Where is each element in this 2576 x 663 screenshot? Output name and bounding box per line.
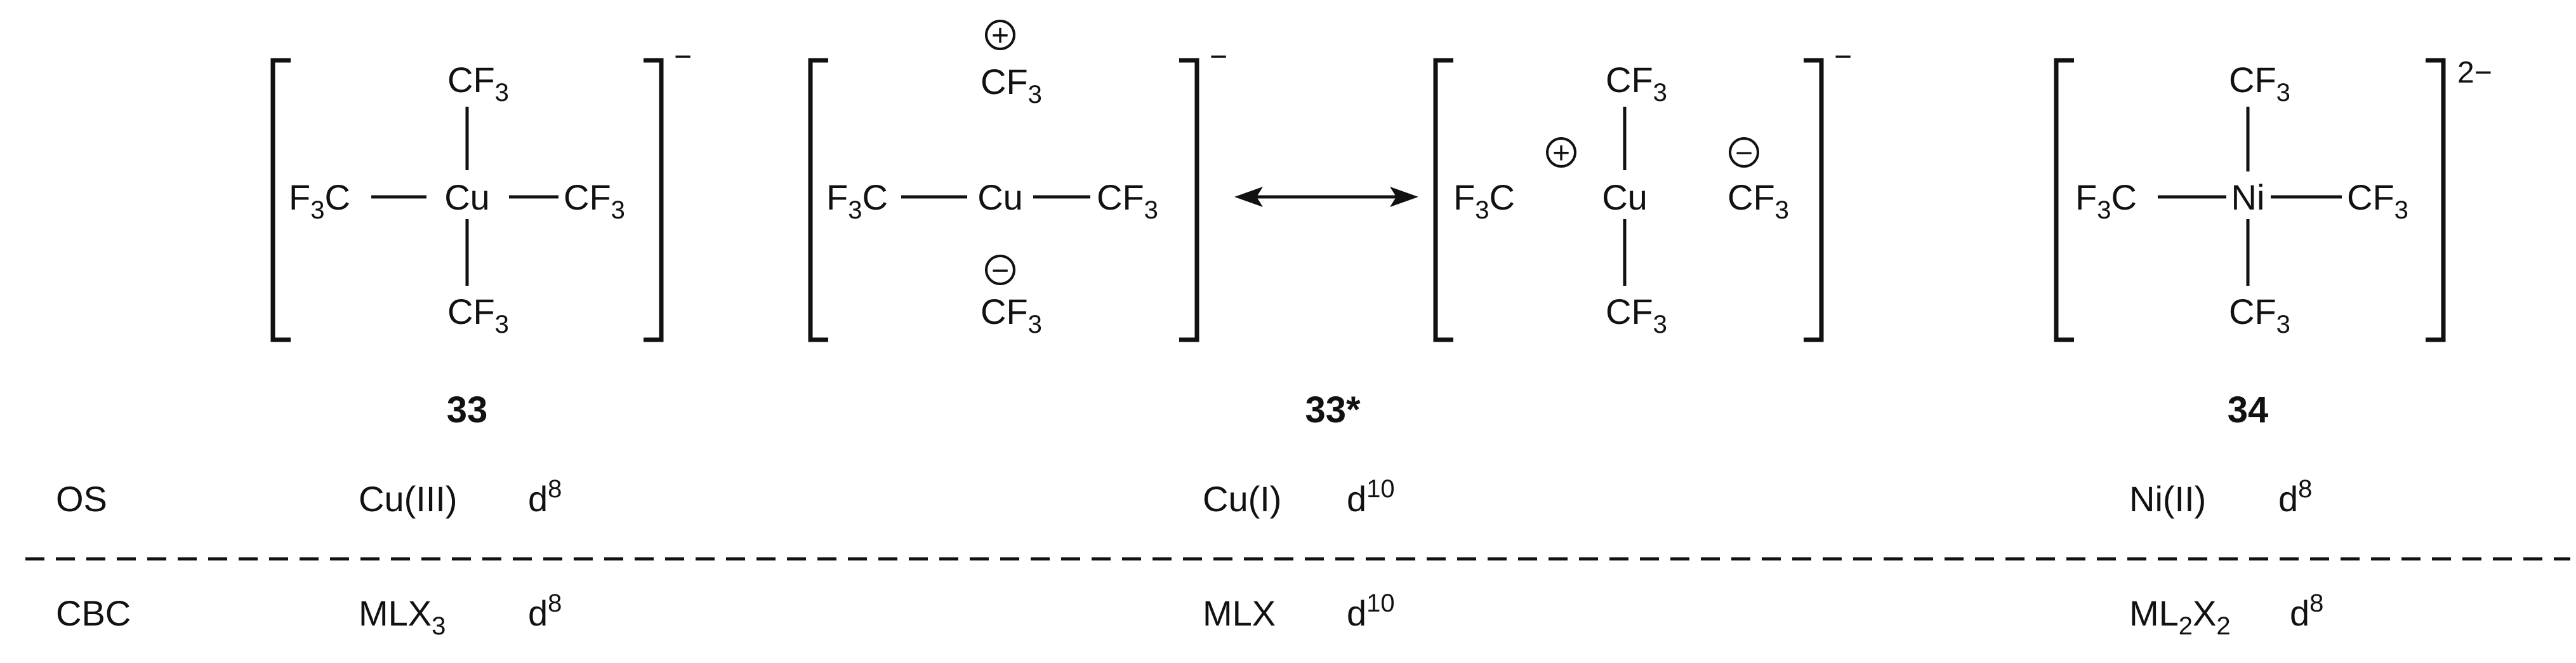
os-ni34: Ni(II): [2129, 479, 2206, 519]
ligand-top: CF3: [981, 62, 1042, 109]
anion-charge: −: [1210, 40, 1227, 74]
ligand-left: F3C: [289, 177, 350, 224]
resonance-form-a: − Cu + CF3 − CF3 F3C CF3: [808, 19, 1227, 342]
compound-label: 33: [447, 389, 488, 431]
right-bracket: [1804, 58, 1824, 342]
plus-charge-circle: [985, 20, 1015, 50]
right-bracket: [644, 58, 664, 342]
ligand-left: F3C: [1453, 177, 1515, 224]
left-bracket: [270, 58, 291, 342]
plus-charge-circle: [1546, 137, 1576, 168]
delectron-cu33star: d10: [1347, 475, 1395, 519]
os-cu33: Cu(III): [359, 479, 458, 519]
minus-charge-circle: [985, 255, 1015, 285]
ligand-left: F3C: [2075, 177, 2137, 224]
os-cu33star: Cu(I): [1203, 479, 1281, 519]
os-row: OS Cu(III) d8 Cu(I) d10 Ni(II) d8: [56, 475, 2312, 519]
resonance-label: 33*: [1305, 389, 1361, 431]
ligand-top: CF3: [2229, 60, 2290, 107]
ligand-left: F3C: [826, 177, 888, 224]
anion-charge: −: [674, 40, 692, 74]
right-bracket: [2426, 58, 2446, 342]
metal-center: Cu: [1602, 177, 1648, 217]
compound-33: − Cu CF3 CF3 F3C CF3 33: [270, 40, 692, 431]
cbc-delectron-cu33star: d10: [1347, 589, 1395, 633]
delectron-cu33: d8: [528, 475, 562, 519]
ligand-bottom: CF3: [2229, 291, 2290, 338]
dianion-charge: 2−: [2457, 56, 2492, 90]
ligand-right: CF3: [564, 177, 625, 224]
resonance-form-b: − Cu CF3 CF3 + F3C − CF3: [1433, 40, 1852, 342]
left-bracket: [1433, 58, 1453, 342]
right-bracket: [1179, 58, 1199, 342]
ligand-right: CF3: [2347, 177, 2408, 224]
compound-label: 34: [2228, 389, 2269, 431]
metal-center: Ni: [2231, 177, 2265, 217]
left-bracket: [2054, 58, 2074, 342]
ligand-right: CF3: [1727, 177, 1789, 224]
minus-charge-sign: −: [991, 254, 1009, 288]
left-bracket: [808, 58, 828, 342]
cbc-delectron-cu33: d8: [528, 589, 562, 633]
metal-center: Cu: [977, 177, 1023, 217]
anion-charge: −: [1834, 40, 1852, 74]
row-label-cbc: CBC: [56, 593, 131, 633]
ligand-right: CF3: [1097, 177, 1158, 224]
ligand-top: CF3: [1606, 60, 1667, 107]
compound-34: 2− Ni CF3 CF3 F3C CF3 34: [2054, 56, 2492, 431]
metal-center: Cu: [444, 177, 490, 217]
resonance-arrow: [1234, 187, 1418, 207]
delectron-ni34: d8: [2278, 475, 2312, 519]
ligand-top: CF3: [447, 60, 509, 107]
ligand-bottom: CF3: [447, 291, 509, 338]
cbc-cu33: MLX3: [359, 593, 446, 640]
plus-charge-sign: +: [1552, 137, 1570, 170]
row-label-os: OS: [56, 479, 107, 519]
ligand-bottom: CF3: [1606, 291, 1667, 338]
minus-charge-sign: −: [1735, 137, 1753, 170]
cbc-delectron-ni34: d8: [2290, 589, 2323, 633]
plus-charge-sign: +: [991, 19, 1009, 53]
ligand-bottom: CF3: [981, 291, 1042, 338]
cbc-row: CBC MLX3 d8 MLX d10 ML2X2 d8: [56, 589, 2323, 640]
cbc-ni34: ML2X2: [2129, 593, 2231, 640]
cbc-cu33star: MLX: [1203, 593, 1276, 633]
minus-charge-circle: [1729, 137, 1759, 168]
